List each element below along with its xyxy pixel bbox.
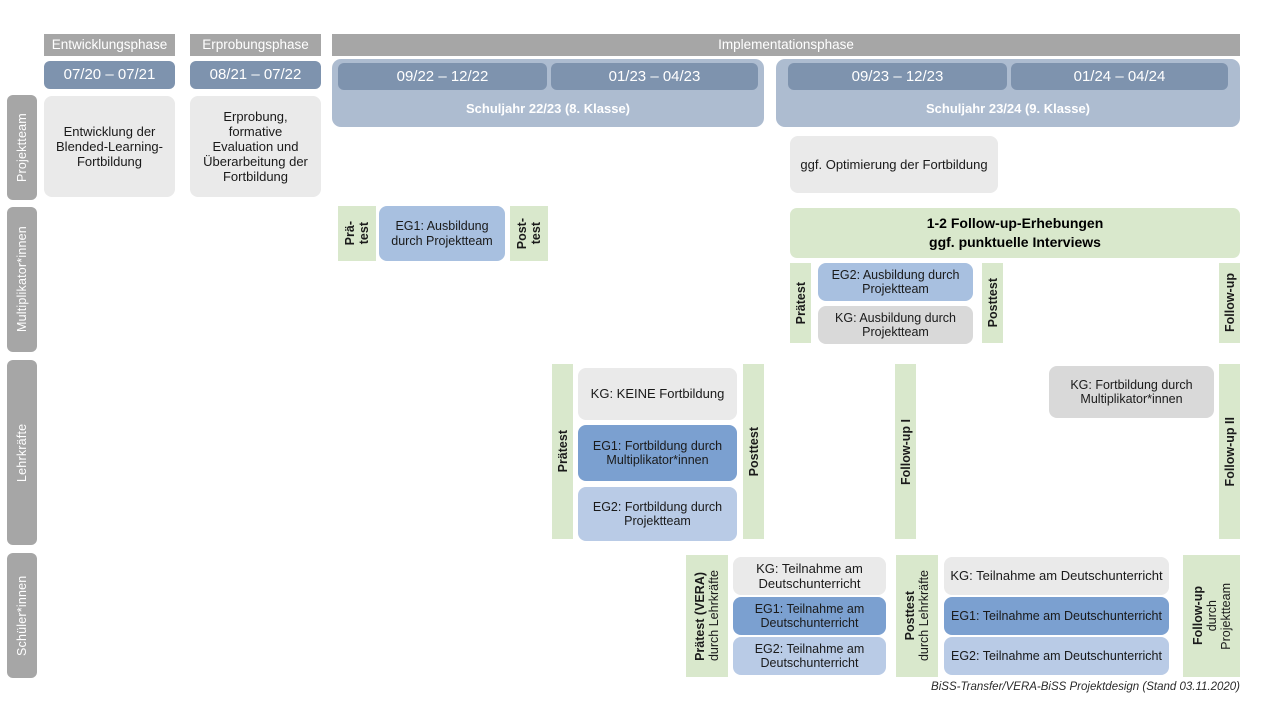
row-label-text: Schüler*innen (15, 575, 29, 656)
period-chip-0922-1222: 09/22 – 12/22 (338, 63, 547, 90)
schueler-posttest-bar: Posttest durch Lehrkräfte (896, 555, 938, 677)
praetest-line-2: test (357, 222, 371, 245)
footer-text: BiSS-Transfer/VERA-BiSS Projektdesign (S… (931, 681, 1240, 693)
schueler-eg1-label-1: EG1: Teilnahme am Deutschunterricht (754, 601, 865, 631)
row-label-text: Multiplikator*innen (15, 226, 29, 333)
row-label-multiplikatorinnen: Multiplikator*innen (7, 207, 37, 352)
multiplikatoren-posttest-1: Post- test (510, 206, 548, 261)
multiplikatoren-eg1-box: EG1: Ausbildung durch Projektteam (379, 206, 505, 261)
lehrkraefte-followup-1-label: Follow-up I (898, 418, 913, 485)
multiplikatoren-posttest-2: Posttest (982, 263, 1003, 343)
school-year-text: Schuljahr 22/23 (8. Klasse) (465, 100, 631, 116)
schueler-eg1-label-2: EG1: Teilnahme am Deutschunterricht (951, 608, 1162, 623)
lehrkraefte-praetest-bar: Prätest (552, 364, 573, 539)
posttest-line-1: Post- (515, 217, 529, 250)
lehrkraefte-kg-fortbildung-label: KG: Fortbildung durch Multiplikator*inne… (1070, 377, 1193, 407)
phase-header-label: Entwicklungsphase (51, 37, 168, 53)
multiplikatoren-followup-bar: Follow-up (1219, 263, 1240, 343)
multiplikatoren-eg2-box: EG2: Ausbildung durch Projektteam (818, 263, 973, 301)
lehrkraefte-posttest-bar: Posttest (743, 364, 764, 539)
followup-label: Follow-up (1222, 273, 1237, 333)
lehrkraefte-praetest-label: Prätest (555, 430, 570, 473)
school-year-block-2223: 09/22 – 12/22 01/23 – 04/23 Schuljahr 22… (332, 59, 764, 127)
lehrkraefte-eg2-box: EG2: Fortbildung durch Projektteam (578, 487, 737, 541)
multiplikatoren-praetest-2: Prätest (790, 263, 811, 343)
phase-header-label: Implementationsphase (718, 37, 854, 53)
phase-header-implementationsphase: Implementationsphase (332, 34, 1240, 56)
schueler-praetest-sub-label: durch Lehrkräfte (707, 570, 721, 662)
posttest-2-label: Posttest (985, 278, 1000, 328)
schueler-followup-sub1-label: durch (1204, 600, 1219, 632)
lehrkraefte-eg2-label: EG2: Fortbildung durch Projektteam (592, 499, 723, 529)
schueler-eg2-box-2: EG2: Teilnahme am Deutschunterricht (944, 637, 1169, 675)
schueler-kg-box-2: KG: Teilnahme am Deutschunterricht (944, 557, 1169, 595)
multiplikatoren-followup-banner: 1-2 Follow-up-Erhebungen ggf. punktuelle… (790, 208, 1240, 258)
multiplikatoren-kg-label: KG: Ausbildung durch Projektteam (835, 310, 956, 340)
lehrkraefte-posttest-label: Posttest (746, 426, 761, 477)
schueler-eg2-label-1: EG2: Teilnahme am Deutschunterricht (754, 641, 865, 671)
projektteam-entwicklung-box: Entwicklung der Blended-Learning-Fortbil… (44, 96, 175, 197)
schueler-eg1-box-1: EG1: Teilnahme am Deutschunterricht (733, 597, 886, 635)
projektteam-erprobung-label: Erprobung, formative Evaluation und Über… (203, 108, 308, 185)
period-label: 01/24 – 04/24 (1073, 67, 1166, 85)
phase-header-erprobungsphase: Erprobungsphase (190, 34, 321, 56)
schueler-eg1-box-2: EG1: Teilnahme am Deutschunterricht (944, 597, 1169, 635)
praetest-2-label: Prätest (793, 281, 808, 325)
period-chip-0123-0423: 01/23 – 04/23 (551, 63, 758, 90)
period-chip-0923-1223: 09/23 – 12/23 (788, 63, 1007, 90)
schueler-posttest-sub-label: durch Lehrkräfte (917, 570, 931, 662)
row-label-lehrkraefte: Lehrkräfte (7, 360, 37, 545)
period-label: 09/23 – 12/23 (851, 67, 944, 85)
row-label-projektteam: Projektteam (7, 95, 37, 200)
lehrkraefte-eg1-box: EG1: Fortbildung durch Multiplikator*inn… (578, 425, 737, 481)
schueler-praetest-bold-label: Prätest (VERA) (693, 571, 707, 661)
schueler-followup-bold-label: Follow-up (1190, 586, 1205, 646)
school-year-block-2324: 09/23 – 12/23 01/24 – 04/24 Schuljahr 23… (776, 59, 1240, 127)
followup-banner-line-1: 1-2 Follow-up-Erhebungen (926, 215, 1104, 232)
schueler-eg2-label-2: EG2: Teilnahme am Deutschunterricht (951, 648, 1162, 663)
projektteam-optimierung-label: ggf. Optimierung der Fortbildung (800, 156, 988, 172)
lehrkraefte-kg-keine-box: KG: KEINE Fortbildung (578, 368, 737, 420)
projektteam-entwicklung-label: Entwicklung der Blended-Learning-Fortbil… (56, 123, 163, 170)
schueler-kg-box-1: KG: Teilnahme am Deutschunterricht (733, 557, 886, 595)
schueler-posttest-bold-label: Posttest (903, 591, 917, 641)
lehrkraefte-followup-2-bar: Follow-up II (1219, 364, 1240, 539)
period-chip-0821-0722: 08/21 – 07/22 (190, 61, 321, 89)
praetest-line-1: Prä- (343, 221, 357, 246)
followup-banner-line-2: ggf. punktuelle Interviews (929, 234, 1101, 250)
posttest-line-2: test (529, 222, 543, 245)
row-label-schuelerinnen: Schüler*innen (7, 553, 37, 678)
footer-caption: BiSS-Transfer/VERA-BiSS Projektdesign (S… (760, 681, 1240, 693)
school-year-label-2223: Schuljahr 22/23 (8. Klasse) (332, 92, 764, 125)
phase-header-entwicklungsphase: Entwicklungsphase (44, 34, 175, 56)
phase-header-label: Erprobungsphase (202, 37, 309, 53)
period-label: 07/20 – 07/21 (63, 66, 156, 84)
multiplikatoren-eg1-label: EG1: Ausbildung durch Projektteam (391, 219, 493, 248)
lehrkraefte-kg-keine-label: KG: KEINE Fortbildung (590, 386, 725, 402)
multiplikatoren-eg2-label: EG2: Ausbildung durch Projektteam (831, 267, 960, 297)
school-year-label-2324: Schuljahr 23/24 (9. Klasse) (776, 92, 1240, 125)
lehrkraefte-followup-2-label: Follow-up II (1222, 416, 1237, 487)
row-label-text: Projektteam (15, 113, 29, 182)
period-label: 09/22 – 12/22 (396, 67, 489, 85)
lehrkraefte-kg-fortbildung-box: KG: Fortbildung durch Multiplikator*inne… (1049, 366, 1214, 418)
schueler-eg2-box-1: EG2: Teilnahme am Deutschunterricht (733, 637, 886, 675)
projektteam-optimierung-box: ggf. Optimierung der Fortbildung (790, 136, 998, 193)
schueler-kg-label-1: KG: Teilnahme am Deutschunterricht (756, 560, 863, 591)
period-chip-0720-0721: 07/20 – 07/21 (44, 61, 175, 89)
schueler-followup-bar: Follow-up durch Projektteam (1183, 555, 1240, 677)
multiplikatoren-kg-box: KG: Ausbildung durch Projektteam (818, 306, 973, 344)
lehrkraefte-eg1-label: EG1: Fortbildung durch Multiplikator*inn… (592, 438, 723, 468)
period-label: 08/21 – 07/22 (209, 66, 302, 84)
schueler-praetest-vera-bar: Prätest (VERA) durch Lehrkräfte (686, 555, 728, 677)
period-chip-0124-0424: 01/24 – 04/24 (1011, 63, 1228, 90)
schueler-kg-label-2: KG: Teilnahme am Deutschunterricht (950, 568, 1163, 584)
projektteam-erprobung-box: Erprobung, formative Evaluation und Über… (190, 96, 321, 197)
school-year-text: Schuljahr 23/24 (9. Klasse) (925, 100, 1091, 116)
lehrkraefte-followup-1-bar: Follow-up I (895, 364, 916, 539)
period-label: 01/23 – 04/23 (608, 67, 701, 85)
multiplikatoren-praetest-1: Prä- test (338, 206, 376, 261)
row-label-text: Lehrkräfte (15, 423, 29, 482)
schueler-followup-sub2-label: Projektteam (1218, 582, 1233, 650)
